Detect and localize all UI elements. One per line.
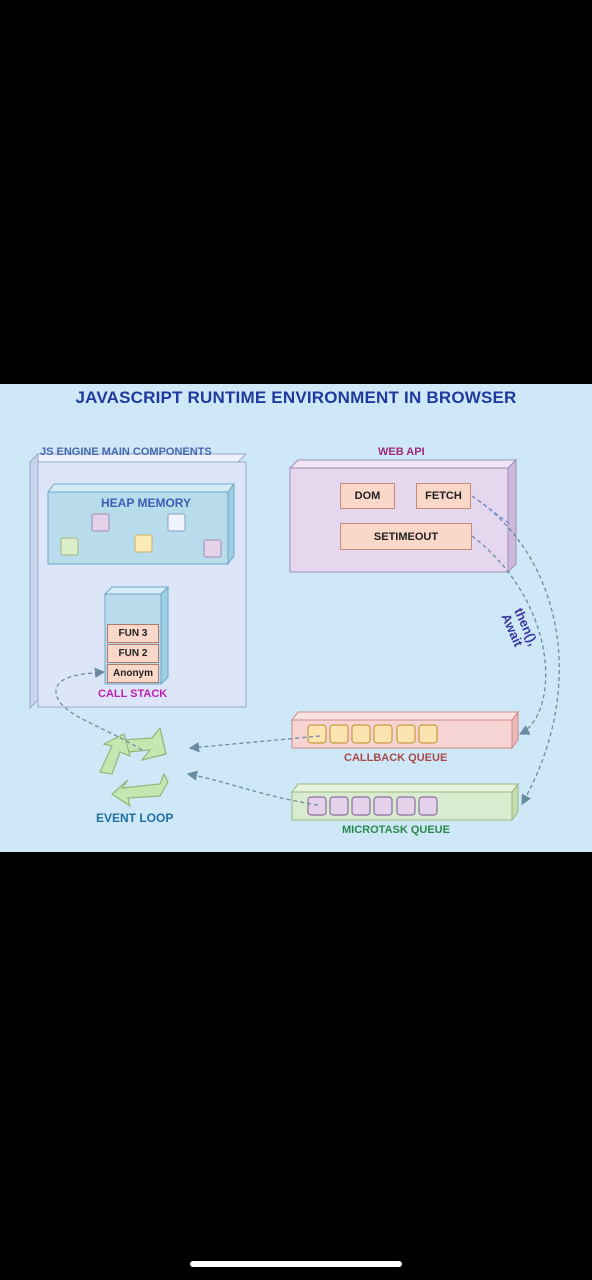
call-stack-label: CALL STACK <box>98 688 168 700</box>
call-stack-item: FUN 3 <box>107 624 159 643</box>
microtask-queue-label: MICROTASK QUEUE <box>342 824 450 836</box>
heap-object <box>167 513 186 532</box>
recycle-icon <box>99 726 169 808</box>
callback-slots <box>307 724 438 744</box>
connectors <box>55 495 560 806</box>
callback-queue-label: CALLBACK QUEUE <box>344 752 448 764</box>
call-stack-item: Anonym <box>107 664 159 683</box>
diagram: JAVASCRIPT RUNTIME ENVIRONMENT IN BROWSE… <box>0 384 592 852</box>
dom-box: DOM <box>340 483 395 509</box>
web-api-label: WEB API <box>378 446 425 458</box>
home-indicator[interactable] <box>190 1261 402 1267</box>
microtask-queue-box <box>291 782 519 822</box>
page-title: JAVASCRIPT RUNTIME ENVIRONMENT IN BROWSE… <box>75 388 517 407</box>
heap-memory-box <box>47 482 235 566</box>
js-engine-label: JS ENGINE MAIN COMPONENTS <box>40 446 212 458</box>
diagram-shapes <box>28 452 560 822</box>
heap-object <box>203 539 222 558</box>
heap-memory-label: HEAP MEMORY <box>101 496 192 510</box>
heap-object <box>91 513 110 532</box>
web-api-panel <box>288 458 518 574</box>
heap-object <box>134 534 153 553</box>
heap-object <box>60 537 79 556</box>
callback-queue-box <box>291 710 519 750</box>
event-loop-label: EVENT LOOP <box>96 811 174 825</box>
microtask-slots <box>307 796 438 816</box>
settimeout-box: SETIMEOUT <box>340 523 472 550</box>
call-stack-item: FUN 2 <box>107 644 159 663</box>
fetch-box: FETCH <box>416 483 471 509</box>
